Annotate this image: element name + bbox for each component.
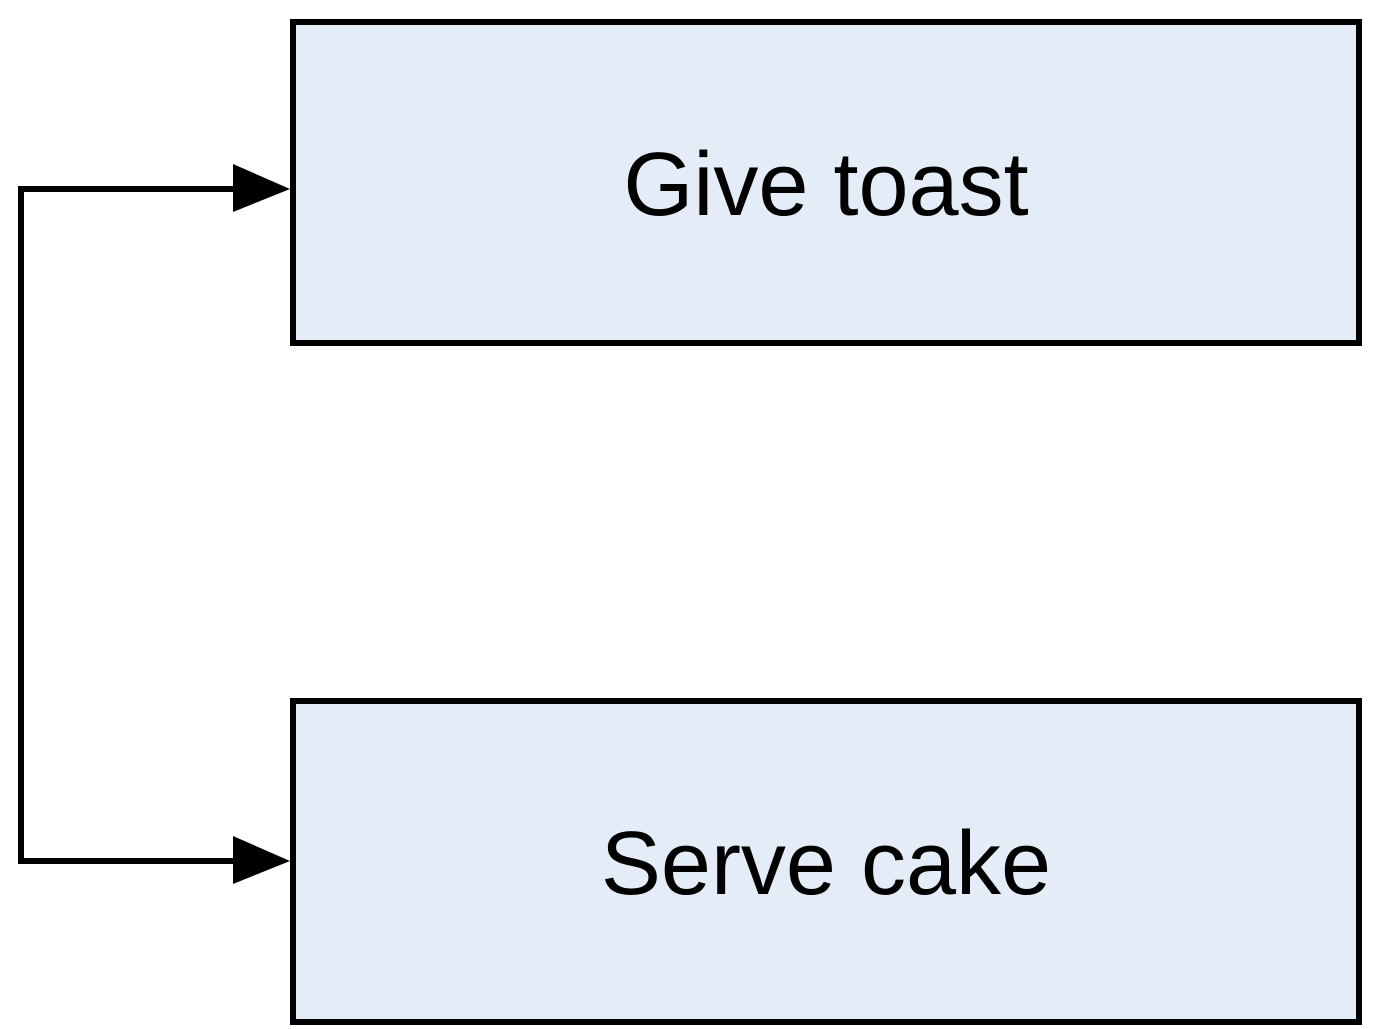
process-box-serve-cake: Serve cake: [290, 698, 1362, 1025]
process-box-give-toast: Give toast: [290, 19, 1362, 346]
process-label-serve-cake: Serve cake: [600, 813, 1052, 914]
arrowhead-to-give-toast: [233, 164, 290, 212]
connector-line: [18, 186, 238, 864]
process-label-give-toast: Give toast: [623, 134, 1029, 235]
arrowhead-to-serve-cake: [233, 836, 290, 884]
